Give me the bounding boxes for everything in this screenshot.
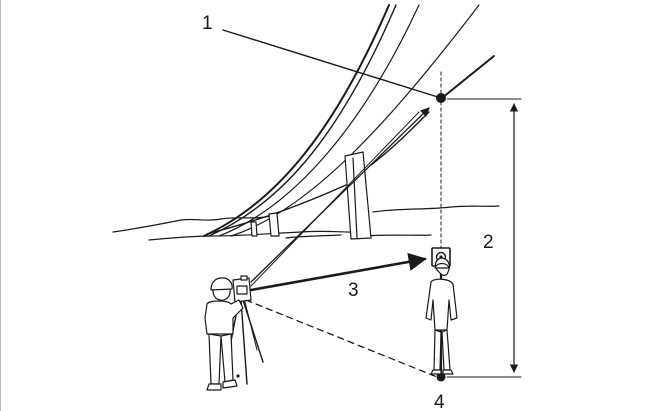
label-1: 1 bbox=[202, 13, 213, 34]
surveyor-with-total-station bbox=[204, 275, 264, 391]
label-3: 3 bbox=[348, 280, 359, 301]
ground-terrain bbox=[112, 205, 500, 241]
label-2: 2 bbox=[483, 232, 494, 253]
bridge-pylons bbox=[250, 151, 372, 240]
rod-person-figure bbox=[425, 257, 458, 375]
sight-lines bbox=[245, 107, 438, 378]
ground-point-marker bbox=[436, 372, 446, 382]
height-dimension bbox=[446, 98, 522, 378]
label-4: 4 bbox=[434, 392, 445, 411]
bridge-structure bbox=[203, 4, 495, 237]
leader-line-1 bbox=[222, 29, 442, 99]
